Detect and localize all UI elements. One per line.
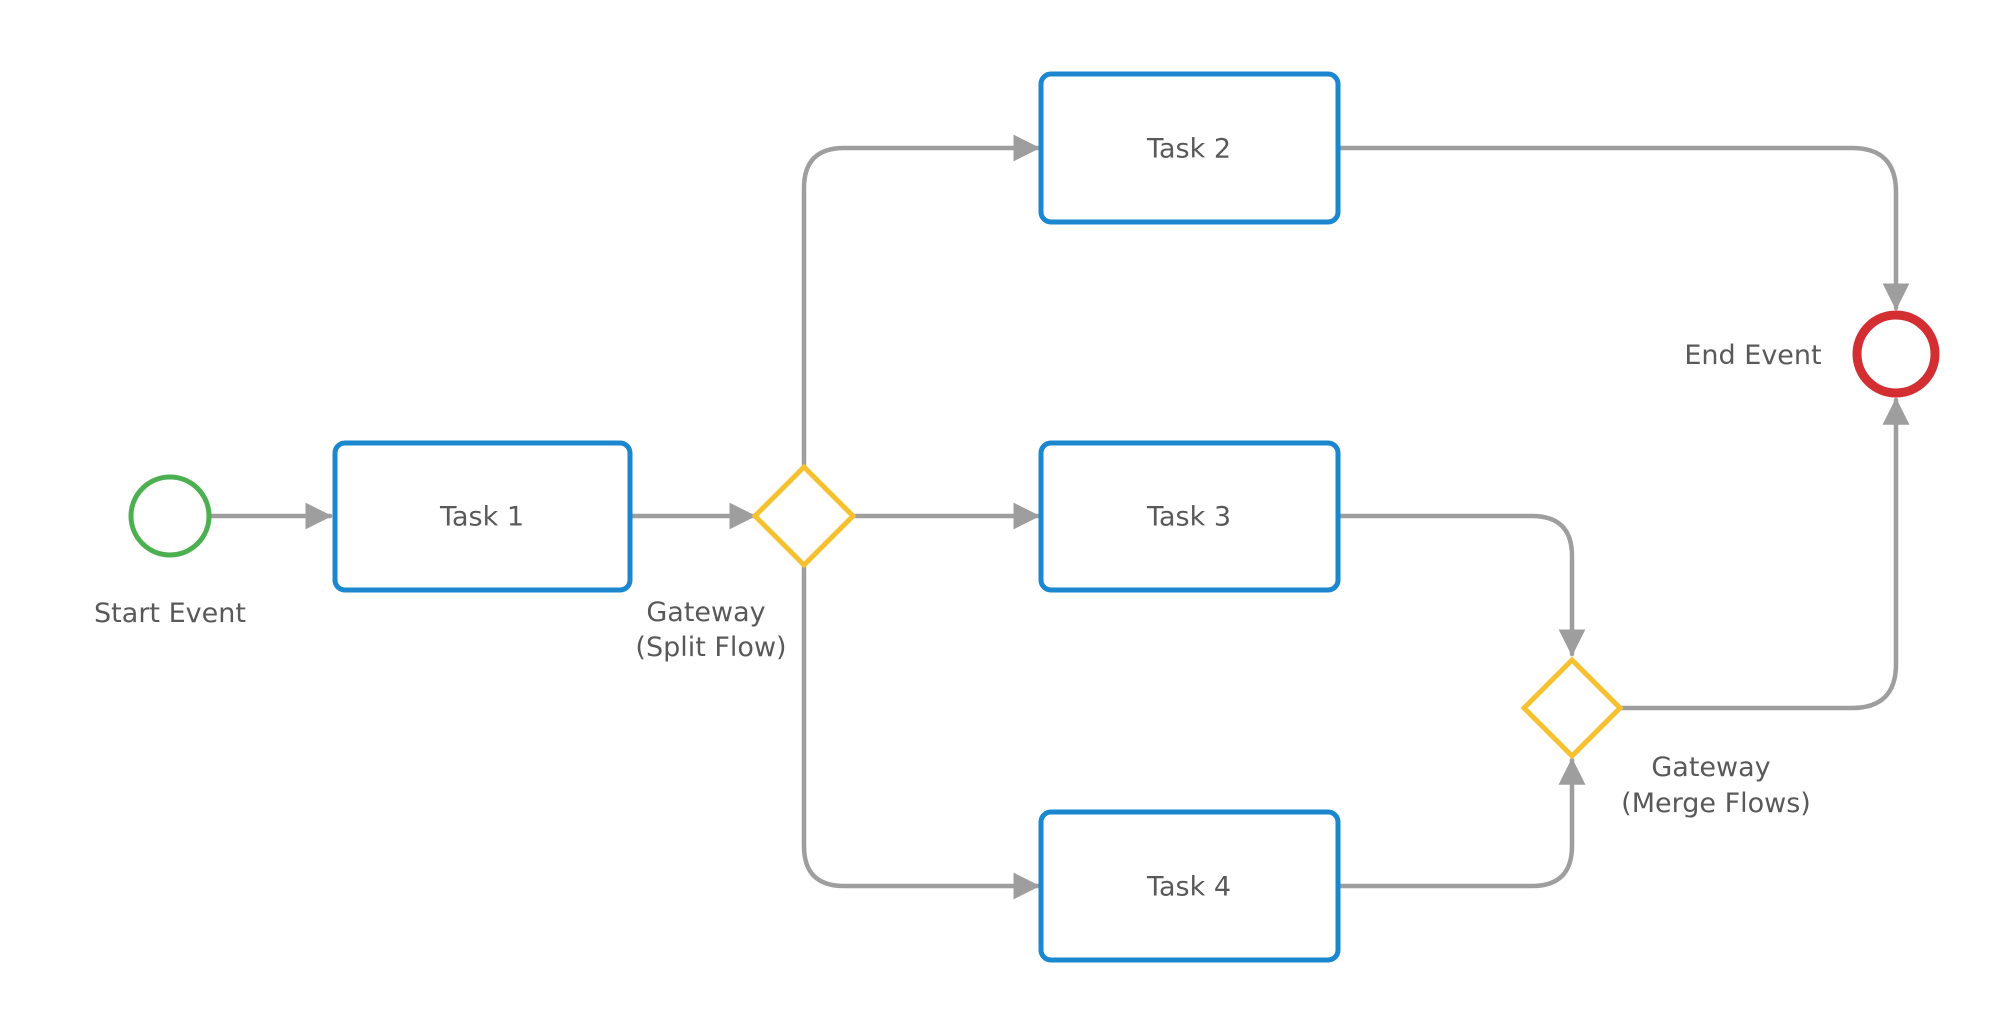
split-gateway-label-line2: (Split Flow) xyxy=(635,632,786,663)
flow-task4-to-merge-gateway xyxy=(1337,757,1586,889)
task-3[interactable]: Task 3 xyxy=(1038,440,1341,593)
split-gateway-label-line1: Gateway xyxy=(646,597,765,628)
end-event-label: End Event xyxy=(1684,340,1821,371)
flow-task3-to-merge-gateway xyxy=(1337,513,1586,657)
task-1-label: Task 1 xyxy=(439,502,524,533)
task-4-label: Task 4 xyxy=(1146,872,1231,903)
task-2[interactable]: Task 2 xyxy=(1038,71,1341,225)
start-event[interactable] xyxy=(128,474,212,558)
flow-split-to-task4 xyxy=(801,563,1041,900)
start-event-label: Start Event xyxy=(94,598,246,629)
split-gateway[interactable] xyxy=(751,463,857,569)
flow-task2-to-end xyxy=(1337,145,1910,311)
flow-split-to-task2 xyxy=(801,134,1041,469)
merge-gateway[interactable] xyxy=(1520,656,1624,760)
end-event[interactable] xyxy=(1852,310,1940,398)
task-1[interactable]: Task 1 xyxy=(332,440,633,593)
task-4[interactable]: Task 4 xyxy=(1038,809,1341,963)
task-2-label: Task 2 xyxy=(1146,134,1231,165)
task-3-label: Task 3 xyxy=(1146,502,1231,533)
merge-gateway-label-line2: (Merge Flows) xyxy=(1621,788,1811,819)
merge-gateway-label-line1: Gateway xyxy=(1651,752,1770,783)
flow-merge-to-end xyxy=(1619,397,1910,711)
